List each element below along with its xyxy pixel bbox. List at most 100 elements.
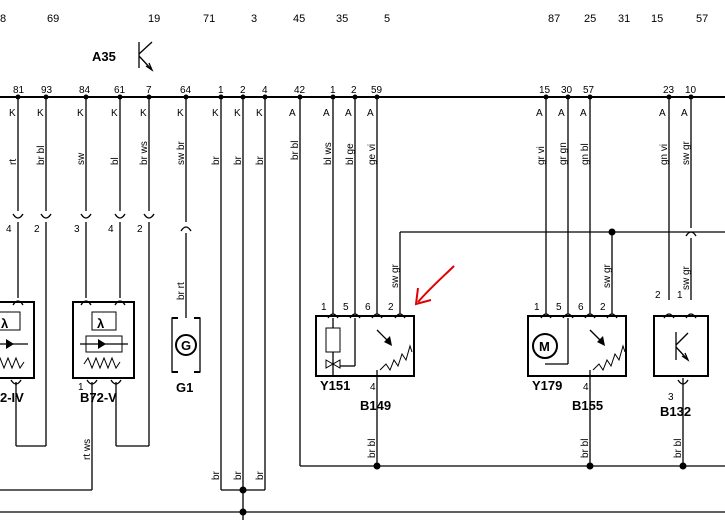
heater-icon [0,339,28,370]
top-ref: 35 [336,13,348,25]
transistor-icon [138,41,154,72]
top-ref: 45 [293,13,305,25]
component-label: B72-V [80,390,117,405]
wire-label: sw [76,152,87,165]
conn-pin: 3 [74,224,80,235]
wire-label: br [211,155,222,165]
wire-label: br bl [290,141,301,160]
component-label: B155 [572,398,603,413]
conn-pin: 2 [137,224,143,235]
wire-label: gr gn [558,142,569,165]
pos-mark: K [212,108,219,119]
bus-pin-numbers: 81 93 84 61 7 64 1 2 4 42 1 2 59 15 30 5… [13,85,697,96]
bus-pin: 84 [79,85,91,96]
comp-pin: 4 [370,382,376,393]
wire-label: br [211,470,222,480]
pos-mark: K [177,108,184,119]
lambda-icon: λ [97,316,105,331]
wire-label: br rt [176,282,187,300]
pos-mark: A [536,108,543,119]
pos-mark: A [289,108,296,119]
connector-pins: 4 2 3 4 2 [6,224,143,235]
top-ref: 71 [203,13,215,25]
bus-pin: 61 [114,85,126,96]
pos-mark: K [111,108,118,119]
comp-pin: 5 [556,302,562,313]
component-b72-v: λ 1 B72-V [72,300,135,405]
comp-pin: 1 [321,302,327,313]
wire-label: br bl [580,439,591,458]
solenoid-valve-icon [325,318,356,376]
component-label: Y179 [532,378,562,393]
bus-pin: 81 [13,85,25,96]
sw-gr-labels: sw gr sw gr sw gr [390,263,692,290]
a35-sensor: A35 [92,41,154,72]
wire-label: br bl [36,146,47,165]
top-ref: 69 [47,13,59,25]
wire-label: br [233,470,244,480]
bus-pin: 15 [539,85,551,96]
a35-label: A35 [92,49,116,64]
pos-mark: A [323,108,330,119]
component-b132: 2 1 3 B132 [653,290,709,419]
conn-pin: 4 [108,224,114,235]
wire-label: bl ws [323,142,334,165]
bus-pin: 7 [146,85,152,96]
component-label: 2-IV [0,390,24,405]
component-label: G1 [176,380,193,395]
conn-pin: 2 [34,224,40,235]
red-annotation-arrow [414,265,455,306]
wire-label: sw gr [390,263,401,288]
bus-pin: 1 [330,85,336,96]
top-ref: 57 [696,13,708,25]
wire-label: gr vi [536,146,547,165]
component-y179-b155: 1 5 6 2 M 4 Y179 B155 [527,302,627,413]
pos-mark: K [140,108,147,119]
comp-pin: 2 [655,290,661,301]
wire-label: sw gr [681,265,692,290]
bus-pin: 4 [262,85,268,96]
heater-icon [80,335,128,370]
top-ref: 31 [618,13,630,25]
comp-pin: 1 [78,382,84,393]
wire-label: ge vi [367,144,378,165]
bus-pin: 93 [41,85,53,96]
transistor-icon [675,332,690,362]
lambda-icon: λ [1,316,9,331]
bus-pin: 59 [371,85,383,96]
bus-pin: 10 [685,85,697,96]
comp-pin: 2 [600,302,606,313]
top-ref: 19 [148,13,160,25]
component-y151-b149: 1 5 6 2 4 Y151 B149 [315,302,415,413]
position-marks: K K K K K K K K K A A A A A A A A A [9,108,688,119]
motor-icon-label: M [539,339,550,354]
potentiometer-icon [376,329,413,378]
connector-symbols [12,213,697,237]
comp-pin: 2 [388,302,394,313]
component-label: Y151 [320,378,350,393]
pos-mark: K [9,108,16,119]
wire-label: br bl [673,439,684,458]
wire-label: sw br [176,140,187,165]
wire-junctions [239,228,687,516]
pos-mark: K [37,108,44,119]
misc-wire-labels: br rt rt ws br bl br bl br bl br br br [82,282,684,480]
motor-icon: M [532,318,569,365]
wire-label: br [255,470,266,480]
comp-pin: 1 [534,302,540,313]
comp-pin: 3 [668,392,674,403]
component-label: B132 [660,404,691,419]
wire-label: br [255,155,266,165]
bus-pin: 42 [294,85,306,96]
wire-label: sw gr [602,263,613,288]
top-ref: 5 [384,13,390,25]
pos-mark: A [367,108,374,119]
pos-mark: K [77,108,84,119]
component-2-iv: λ 2-IV [0,300,35,405]
comp-pin: 1 [677,290,683,301]
bus-pin: 2 [351,85,357,96]
top-ref: 8 [0,13,6,25]
wire-label: br [233,155,244,165]
comp-pin: 4 [583,382,589,393]
